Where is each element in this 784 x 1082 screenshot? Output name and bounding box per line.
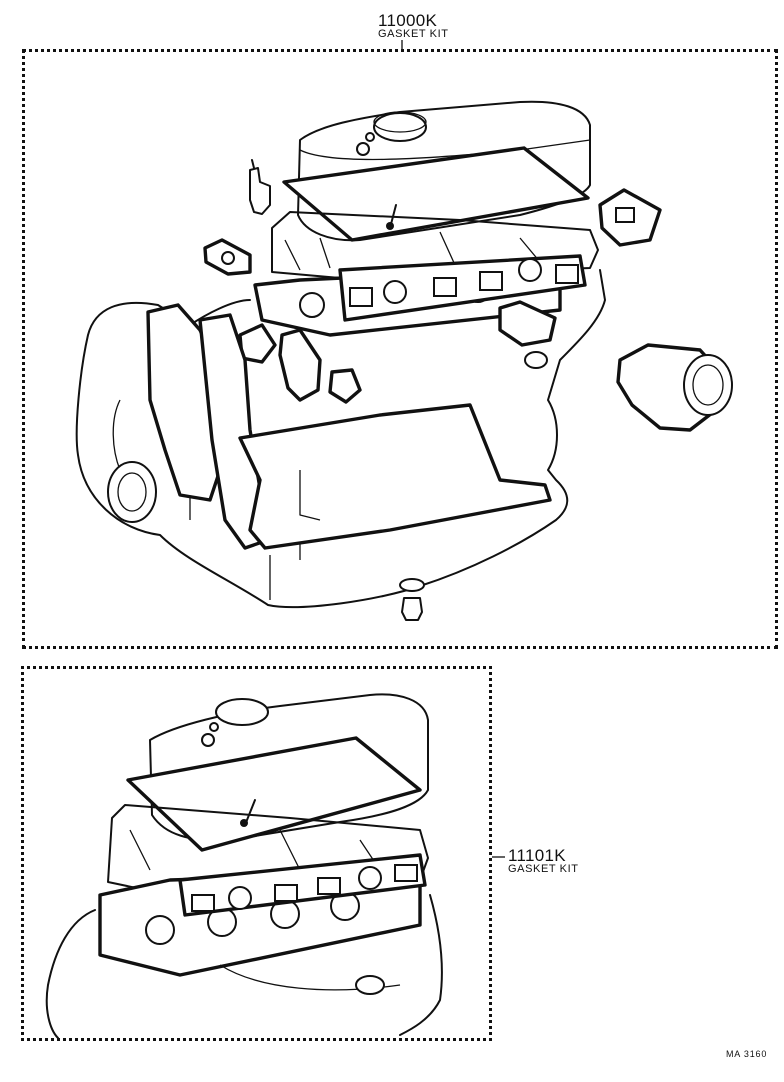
o-ring — [524, 351, 548, 369]
kit-1-frame — [22, 49, 778, 649]
rear-oil-seal — [683, 354, 733, 416]
sheet-code: MA 3160 — [726, 1049, 768, 1059]
kit-1-part-number: 11000K — [378, 11, 438, 30]
rocker-cover-gasket — [282, 146, 590, 242]
sensor-part — [249, 167, 271, 215]
crank-front-seal — [107, 461, 157, 523]
kit-2-illustration — [45, 693, 443, 1039]
water-outlet-gasket-2 — [328, 368, 362, 404]
rocker-cover — [297, 100, 591, 242]
kit-2-part-number: 11101K — [508, 846, 566, 865]
seal-2 — [355, 975, 385, 995]
water-outlet-gasket — [278, 328, 322, 402]
oil-filler-cap — [373, 112, 427, 142]
drain-plug-washer — [399, 578, 425, 592]
rocker-cover-gasket-2 — [126, 736, 422, 852]
kit-2-name: GASKET KIT — [508, 863, 579, 875]
kit-2-frame — [21, 666, 492, 1041]
engine-block — [75, 269, 606, 609]
oil-pan-gasket — [238, 403, 552, 550]
exhaust-flange-gasket — [498, 300, 557, 347]
cover-grommet — [356, 142, 370, 156]
oil-filler-cap-2 — [215, 698, 269, 726]
cylinder-head — [271, 211, 599, 279]
engine-block-2 — [45, 894, 443, 1039]
kit-1-name: GASKET KIT — [378, 28, 449, 40]
drain-plug — [401, 597, 423, 621]
kit-1-illustration — [75, 100, 733, 621]
